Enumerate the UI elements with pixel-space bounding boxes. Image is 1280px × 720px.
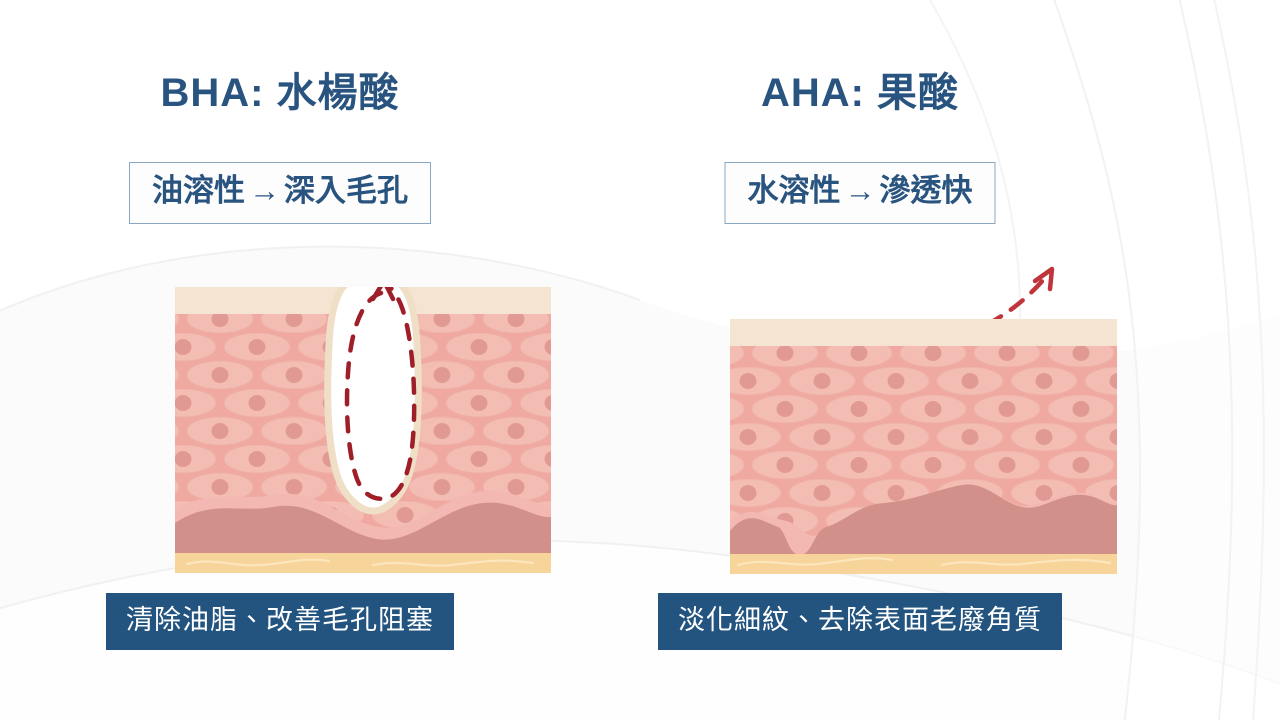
bha-caption: 清除油脂、改善毛孔阻塞	[106, 592, 454, 650]
arrow-right-icon: →	[249, 173, 280, 208]
arrow-right-icon: →	[844, 173, 876, 208]
column-bha: BHA: 水楊酸 油溶性→深入毛孔	[10, 0, 551, 720]
aha-effect-label: 滲透快	[879, 173, 973, 208]
bha-effect-label: 深入毛孔	[284, 173, 408, 208]
bha-property-label: 油溶性	[152, 173, 245, 208]
bha-heading: BHA: 水楊酸	[160, 71, 400, 115]
column-aha: AHA: 果酸 水溶性→滲透快	[590, 0, 1130, 720]
aha-skin-diagram	[730, 266, 1117, 574]
bha-property-box: 油溶性→深入毛孔	[129, 162, 431, 224]
aha-caption: 淡化細紋、去除表面老廢角質	[658, 592, 1062, 650]
aha-heading: AHA: 果酸	[760, 71, 960, 115]
aha-property-box: 水溶性→滲透快	[724, 162, 996, 224]
bha-skin-diagram	[175, 287, 551, 573]
aha-property-label: 水溶性	[747, 173, 841, 208]
